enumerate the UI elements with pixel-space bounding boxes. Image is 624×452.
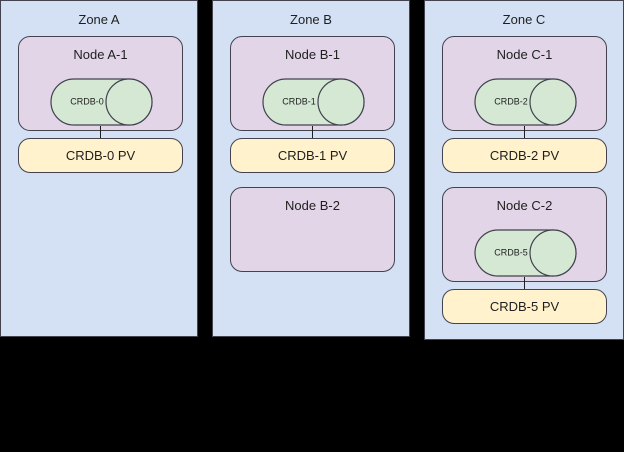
node-c-1-title: Node C-1 [496,47,553,62]
pod-crdb-1[interactable]: CRDB-1 [262,78,365,126]
connector-crdb-1-to-pv [312,126,313,139]
cylinder-shape-icon [474,229,577,277]
pv-crdb-1[interactable]: CRDB-1 PV [230,138,395,173]
node-b-2-title: Node B-2 [285,198,340,213]
node-b-1-title: Node B-1 [285,47,340,62]
node-c-2[interactable]: Node C-2 CRDB-5 [442,187,607,282]
pv-crdb-5-label: CRDB-5 PV [489,298,560,314]
connector-crdb-5-to-pv [524,277,525,290]
pv-crdb-0-label: CRDB-0 PV [65,147,136,163]
zone-c-title: Zone C [502,12,546,27]
pv-crdb-2[interactable]: CRDB-2 PV [442,138,607,173]
node-b-2[interactable]: Node B-2 [230,187,395,272]
pv-crdb-0[interactable]: CRDB-0 PV [18,138,183,173]
pod-crdb-5[interactable]: CRDB-5 [474,229,577,277]
node-c-1[interactable]: Node C-1 CRDB-2 [442,36,607,131]
cylinder-shape-icon [50,78,153,126]
zone-b[interactable]: Zone B Node B-1 CRDB-1 CRDB-1 PV Node B-… [212,0,410,337]
connector-crdb-0-to-pv [100,126,101,139]
zone-b-title: Zone B [290,12,332,27]
connector-crdb-2-to-pv [524,126,525,139]
pv-crdb-2-label: CRDB-2 PV [489,147,560,163]
cylinder-shape-icon [474,78,577,126]
cylinder-shape-icon [262,78,365,126]
node-c-2-title: Node C-2 [496,198,553,213]
pod-crdb-0[interactable]: CRDB-0 [50,78,153,126]
node-a-1-title: Node A-1 [73,47,128,62]
node-a-1[interactable]: Node A-1 CRDB-0 [18,36,183,131]
pv-crdb-5[interactable]: CRDB-5 PV [442,289,607,324]
node-b-1[interactable]: Node B-1 CRDB-1 [230,36,395,131]
pv-crdb-1-label: CRDB-1 PV [277,147,348,163]
zone-a-title: Zone A [78,12,120,27]
pod-crdb-2[interactable]: CRDB-2 [474,78,577,126]
zone-a[interactable]: Zone A Node A-1 CRDB-0 CRDB-0 PV [0,0,198,337]
zone-c[interactable]: Zone C Node C-1 CRDB-2 CRDB-2 PV Node C-… [424,0,624,340]
